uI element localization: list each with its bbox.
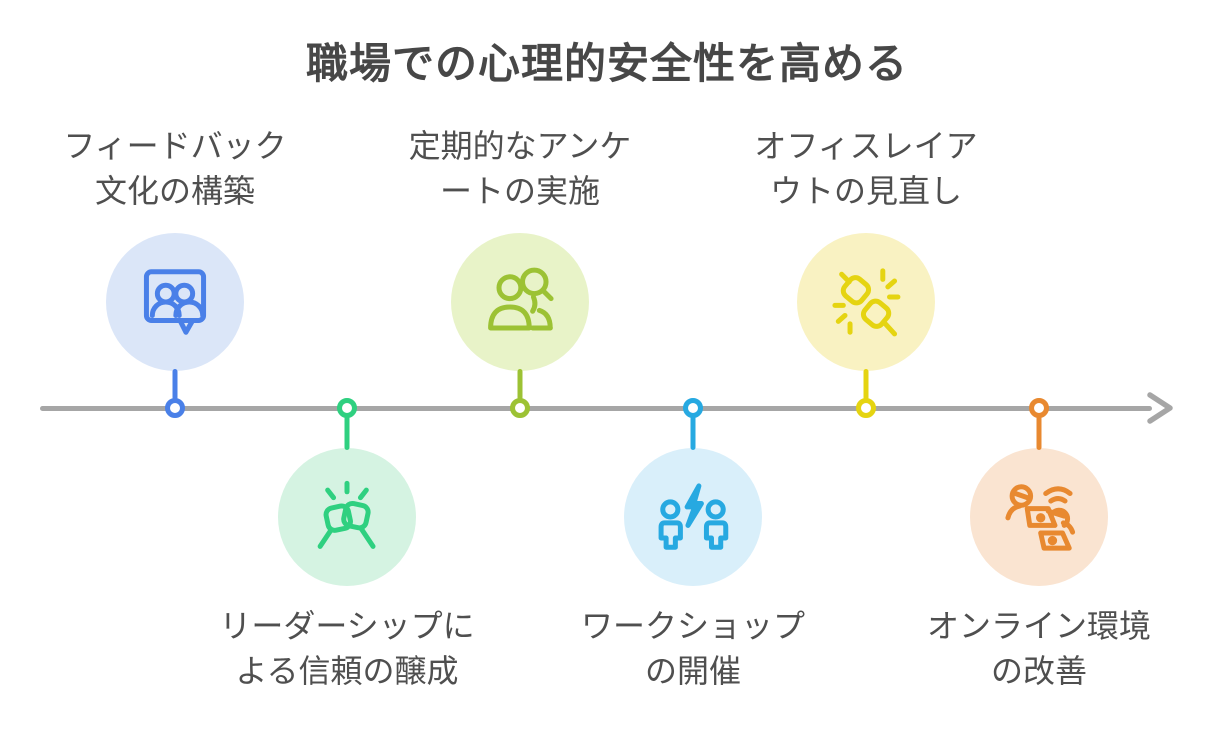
timeline-node [683,398,703,418]
page-title: 職場での心理的安全性を高める [305,40,908,87]
item-stem [1036,415,1042,450]
item-label: リーダーシップに よる信頼の醸成 [147,604,547,694]
item-label: フィードバック 文化の構築 [0,124,375,214]
timeline-node [1029,398,1049,418]
item-label-line2: ウトの見直し [769,173,962,209]
timeline-arrow-icon [1147,392,1173,424]
timeline-node [856,398,876,418]
item-label-line2: の改善 [990,653,1087,689]
item-label-line1: フィードバック [63,128,287,164]
item-stem [172,369,178,400]
item-label-line1: オフィスレイア [754,128,978,164]
item-circle [106,233,244,371]
item-circle [797,233,935,371]
timeline-node [337,398,357,418]
timeline-node [510,398,530,418]
chat-people-icon [133,260,217,344]
timeline-node [165,398,185,418]
item-label-line1: 定期的なアンケ [408,128,632,164]
item-label-line2: ートの実施 [439,173,600,209]
item-stem [690,415,696,450]
item-label-line1: ワークショップ [580,608,805,644]
item-circle [278,448,416,586]
item-circle [624,448,762,586]
people-search-icon [478,260,562,344]
timeline-line [40,406,1152,411]
item-label-line2: の開催 [644,653,741,689]
fist-bump-diagonal-icon [824,260,908,344]
item-stem [344,415,350,450]
item-circle [970,448,1108,586]
fist-bump-icon [305,475,389,559]
item-label-line1: オンライン環境 [926,608,1151,644]
item-label-line1: リーダーシップに [219,608,475,644]
item-label-line2: 文化の構築 [94,173,255,209]
item-label-line2: よる信頼の醸成 [235,653,459,689]
item-label: ワークショップ の開催 [493,604,893,694]
item-circle [451,233,589,371]
item-label: 定期的なアンケ ートの実施 [320,124,720,214]
people-lightning-icon [651,475,735,559]
item-label: オンライン環境 の改善 [839,604,1214,694]
item-stem [517,369,523,400]
item-label: オフィスレイア ウトの見直し [666,124,1066,214]
online-meeting-icon [997,475,1081,559]
item-stem [863,369,869,400]
